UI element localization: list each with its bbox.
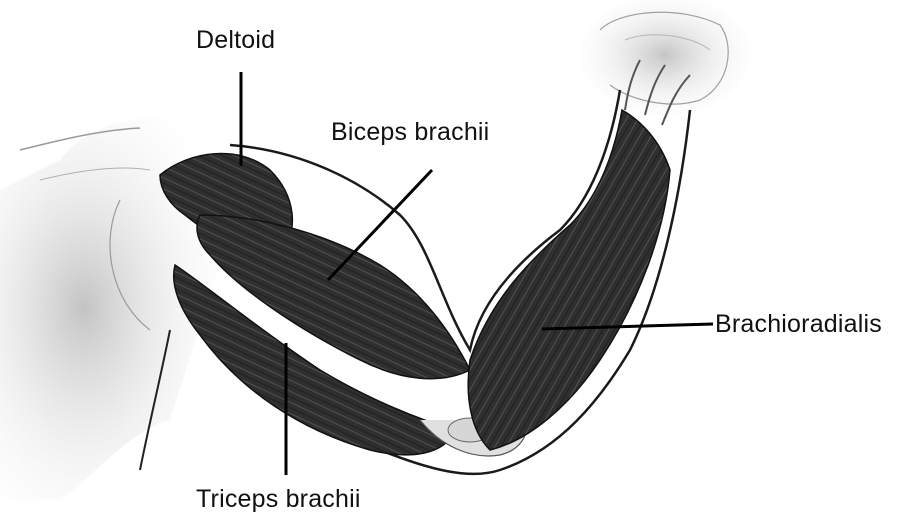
brachioradialis-muscle — [468, 110, 670, 450]
deltoid-label: Deltoid — [196, 26, 275, 55]
brachioradialis-label: Brachioradialis — [715, 310, 882, 339]
fist-shading — [580, 0, 750, 115]
triceps-brachii-label: Triceps brachii — [196, 485, 361, 514]
biceps-leader — [328, 170, 432, 280]
biceps-brachii-label: Biceps brachii — [331, 118, 489, 147]
